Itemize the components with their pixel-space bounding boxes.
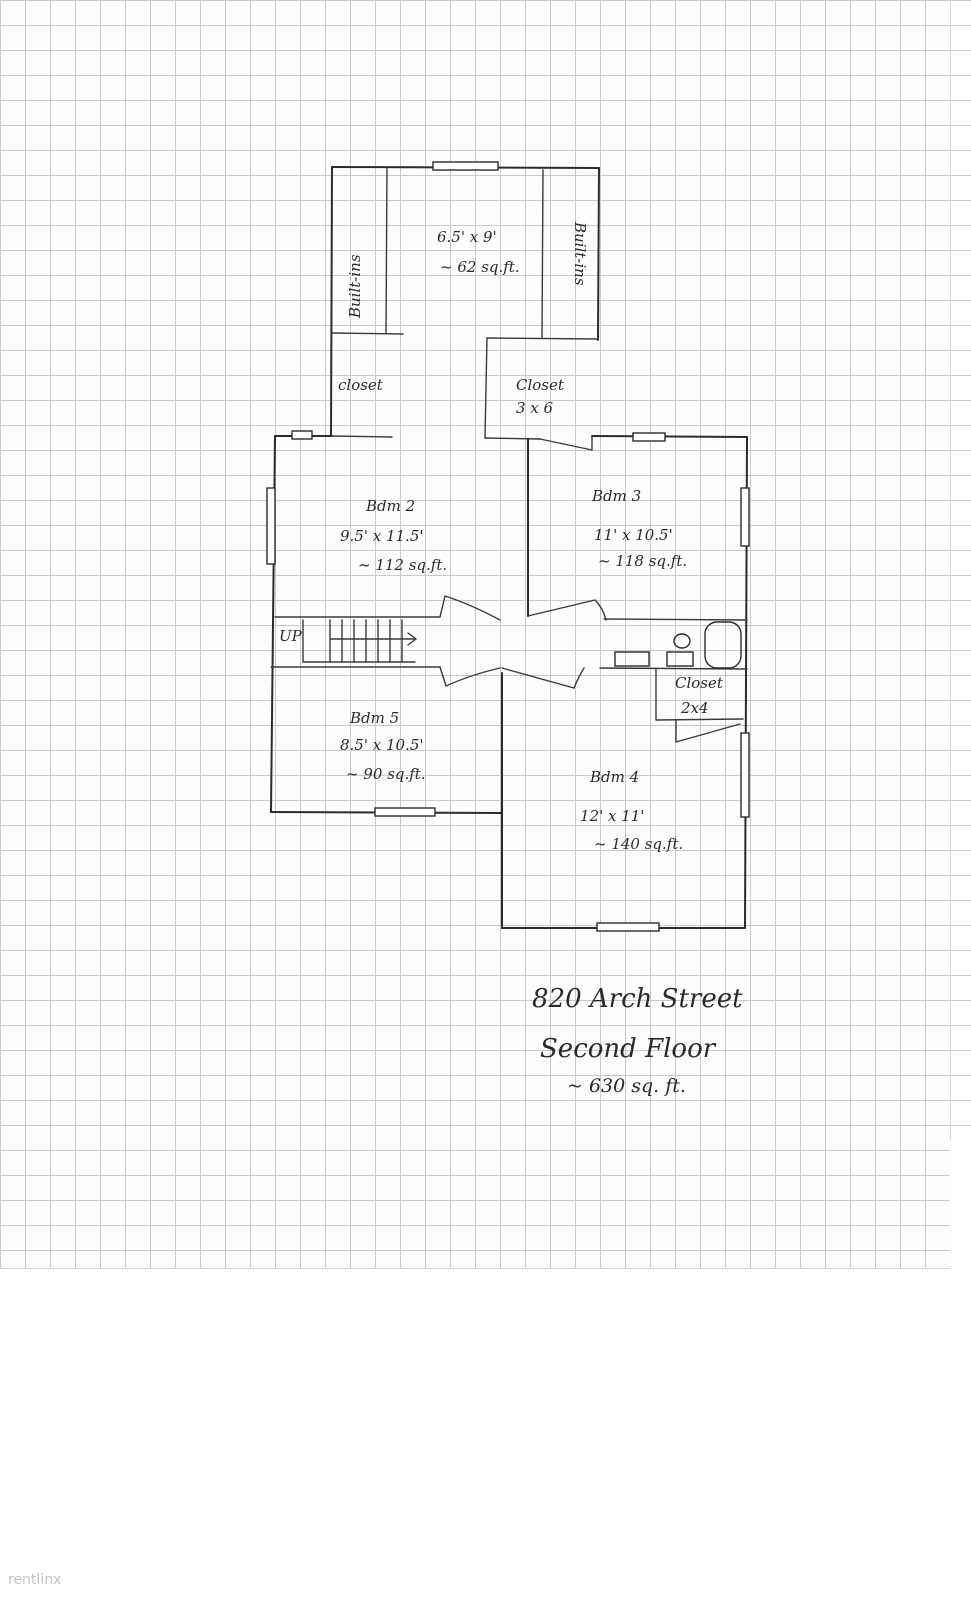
plan-caption: 820 Arch Street Second Floor ~ 630 sq. f… xyxy=(532,984,743,1097)
closet-center-dims: 3 x 6 xyxy=(516,399,554,417)
windows xyxy=(266,161,750,932)
builtins-left-label: Built-ins xyxy=(346,254,364,319)
exterior-walls xyxy=(270,166,748,929)
top-room-area: ~ 62 sq.ft. xyxy=(440,258,520,276)
bdrm3-area: ~ 118 sq.ft. xyxy=(598,552,687,570)
graph-paper-background xyxy=(0,0,950,1268)
caption-address: 820 Arch Street xyxy=(532,984,743,1014)
bdrm5-name: Bdm 5 xyxy=(349,709,399,727)
caption-floor: Second Floor xyxy=(540,1034,717,1064)
closet-left-label: closet xyxy=(338,376,384,394)
bdrm5-dims: 8.5' x 10.5' xyxy=(340,736,424,754)
bdrm3-dims: 11' x 10.5' xyxy=(594,526,673,544)
closet-bath-dims: 2x4 xyxy=(680,699,709,717)
closet-center-label: Closet xyxy=(516,376,565,394)
builtins-right-label: Built-ins xyxy=(571,221,589,286)
bdrm3-name: Bdm 3 xyxy=(591,487,641,505)
bdrm4-dims: 12' x 11' xyxy=(580,807,644,825)
caption-total-area: ~ 630 sq. ft. xyxy=(567,1075,686,1097)
bdrm4-area: ~ 140 sq.ft. xyxy=(594,835,683,853)
interior-walls xyxy=(270,166,748,743)
staircase xyxy=(302,619,418,663)
bdrm5-area: ~ 90 sq.ft. xyxy=(346,765,426,783)
stairs-label: UP xyxy=(279,627,303,645)
top-room-dims: 6.5' x 9' xyxy=(437,228,497,246)
bdrm4-name: Bdm 4 xyxy=(589,768,639,786)
bdrm2-name: Bdm 2 xyxy=(365,497,415,515)
bathroom-fixtures xyxy=(614,621,742,669)
bdrm2-dims: 9.5' x 11.5' xyxy=(340,527,424,545)
room-labels: 6.5' x 9' ~ 62 sq.ft. Built-ins Built-in… xyxy=(279,221,724,853)
bdrm2-area: ~ 112 sq.ft. xyxy=(358,556,447,574)
watermark-text: rentlinx xyxy=(8,1572,62,1588)
graph-paper-edge xyxy=(950,0,971,1140)
paper-bottom-edge xyxy=(0,1268,950,1269)
closet-bath-label: Closet xyxy=(675,674,724,692)
